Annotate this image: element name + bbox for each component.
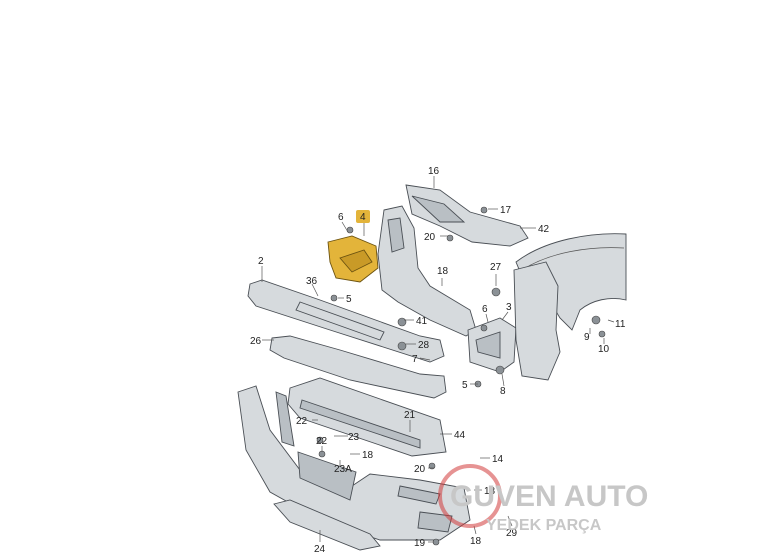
strip-36 — [295, 301, 385, 341]
callout-labels: 16 17 42 6 4 20 2 36 18 27 5 6 3 41 26 2… — [250, 166, 626, 555]
callout-7: 7 — [412, 354, 418, 365]
callout-28: 28 — [418, 340, 430, 351]
callout-24: 24 — [314, 544, 326, 555]
callout-18c: 18 — [470, 536, 482, 547]
spoiler-24 — [273, 499, 381, 551]
callout-5b: 5 — [462, 380, 468, 391]
watermark-logo-icon — [438, 464, 502, 528]
watermark: GUVEN AUTO YEDEK PARÇA — [438, 464, 648, 534]
callout-6a: 6 — [338, 212, 344, 223]
callout-22a: 22 — [296, 416, 308, 427]
callout-19: 19 — [414, 538, 426, 549]
absorber-26 — [269, 335, 447, 399]
side-panel-right — [513, 261, 561, 381]
callout-23A: 23A — [334, 464, 352, 475]
callout-9: 9 — [584, 332, 590, 343]
callout-2: 2 — [258, 256, 264, 267]
callout-4: 4 — [360, 212, 366, 223]
air-guide-21 — [287, 377, 447, 457]
bracket-3 — [467, 317, 517, 373]
callout-18b: 18 — [362, 450, 374, 461]
callout-10: 10 — [598, 344, 610, 355]
callout-8: 8 — [500, 386, 506, 397]
watermark-line1: GUVEN AUTO — [450, 480, 648, 513]
bumper-cover — [237, 385, 471, 541]
callout-26: 26 — [250, 336, 262, 347]
bracket-4-highlighted — [327, 235, 379, 283]
callout-17: 17 — [500, 205, 512, 216]
callout-20b: 20 — [414, 464, 426, 475]
callout-16: 16 — [428, 166, 440, 177]
callout-5a: 5 — [346, 294, 352, 305]
callout-27: 27 — [490, 262, 502, 273]
callout-6b: 6 — [482, 304, 488, 315]
upper-carrier-16 — [405, 184, 529, 247]
callout-18a: 18 — [437, 266, 449, 277]
callout-42: 42 — [538, 224, 550, 235]
callout-22b: 22 — [316, 436, 328, 447]
callout-14: 14 — [492, 454, 504, 465]
callout-36: 36 — [306, 276, 318, 287]
callout-11: 11 — [615, 319, 626, 330]
callout-3: 3 — [506, 302, 512, 313]
callout-44: 44 — [454, 430, 466, 441]
callout-23: 23 — [348, 432, 360, 443]
callout-13: 13 — [484, 486, 496, 497]
leader-lines — [261, 176, 615, 543]
callout-29: 29 — [506, 528, 518, 539]
callout-21: 21 — [404, 410, 416, 421]
fasteners — [316, 206, 606, 546]
callout-20a: 20 — [424, 232, 436, 243]
callout-41: 41 — [416, 316, 428, 327]
watermark-line2: YEDEK PARÇA — [486, 517, 602, 534]
